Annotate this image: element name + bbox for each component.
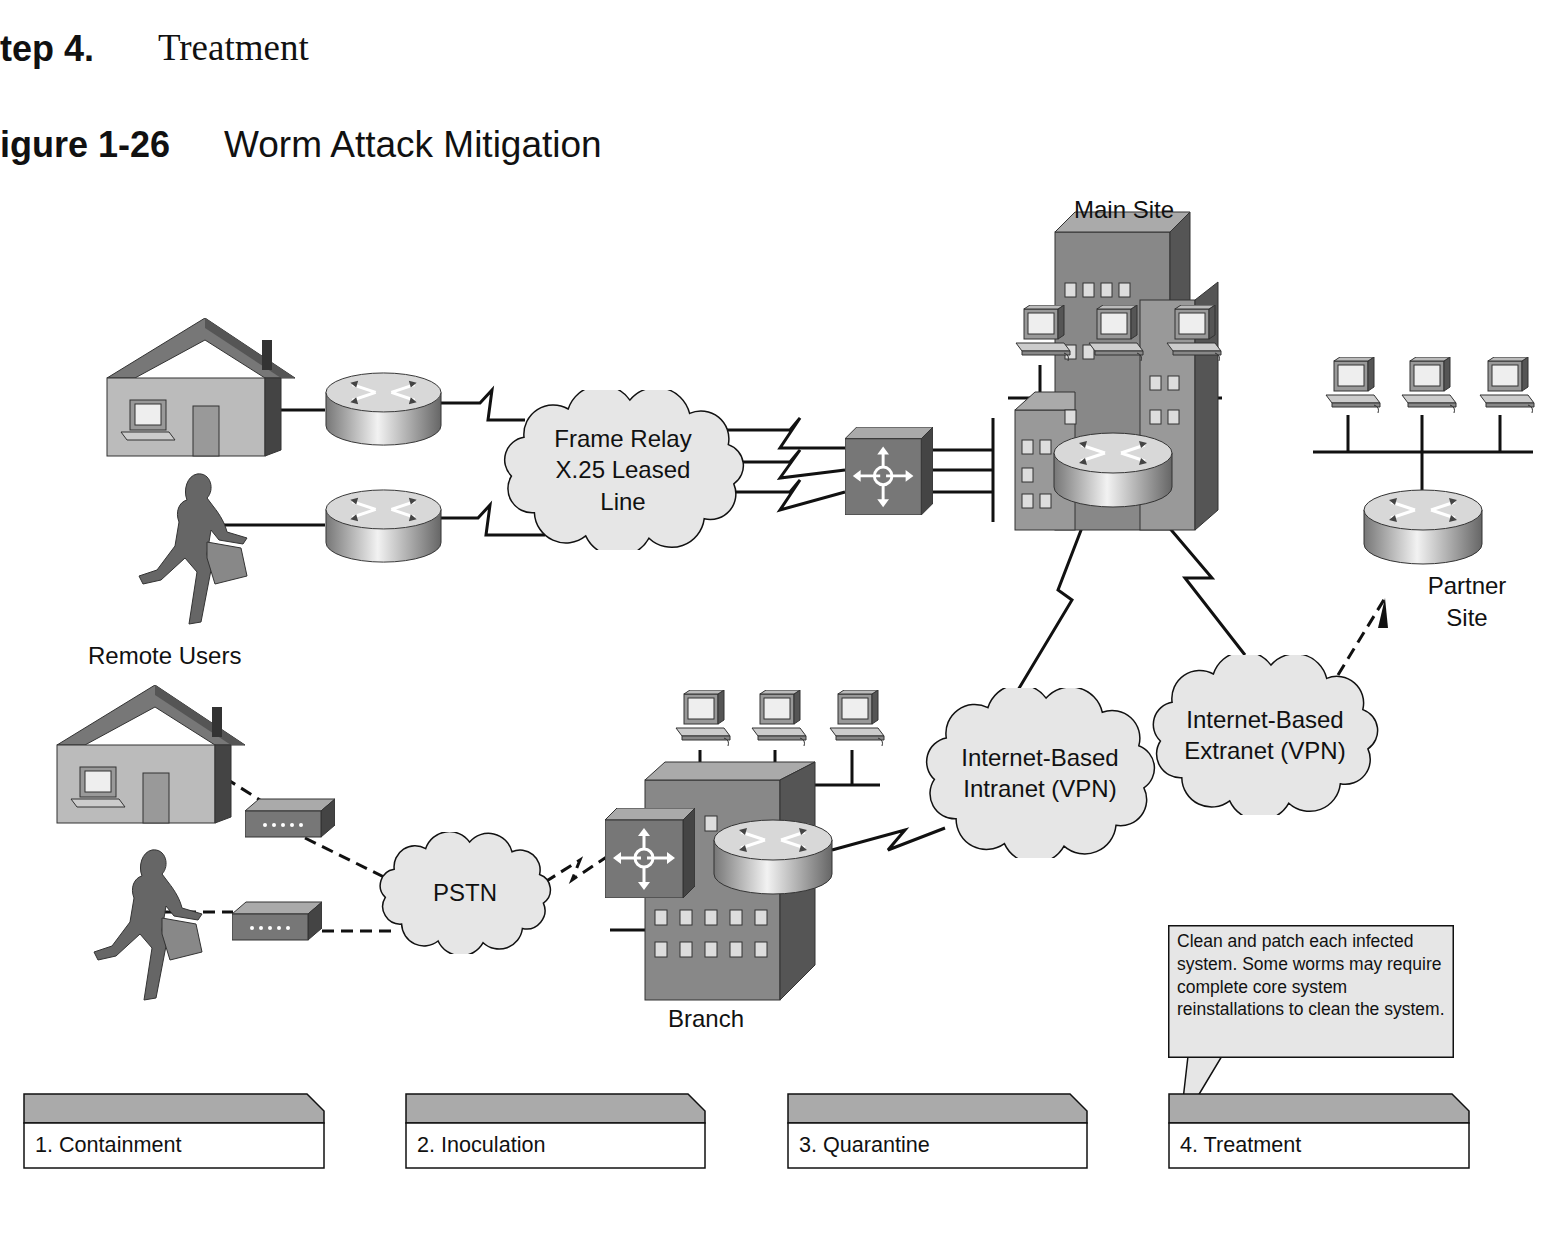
cloud-outline [924, 688, 1156, 858]
step-tab-outline [23, 1093, 325, 1169]
step-box: 3. Quarantine [787, 1093, 1088, 1169]
cloud-label: Internet-Based Extranet (VPN) [1180, 704, 1350, 766]
step-box: 4. Treatment [1168, 1093, 1470, 1169]
site-label: Branch [668, 1005, 744, 1033]
cloud-outline [1150, 655, 1380, 815]
step-label: 4. Treatment [1180, 1131, 1470, 1159]
site-label: Main Site [1074, 196, 1174, 224]
step-label: 1. Containment [35, 1131, 325, 1159]
cloud-label: Internet-Based Intranet (VPN) [954, 742, 1126, 804]
figure-number: igure 1-26 [0, 125, 170, 165]
network-cloud: PSTN [375, 832, 555, 954]
network-cloud: Internet-Based Intranet (VPN) [924, 688, 1156, 858]
cloud-label: PSTN [405, 877, 525, 908]
step-label: 3. Quarantine [799, 1131, 1088, 1159]
cloud-label: Frame Relay X.25 Leased Line [531, 423, 716, 517]
step-label: 2. Inoculation [417, 1131, 706, 1159]
step-heading: Treatment [158, 28, 309, 68]
network-cloud: Frame Relay X.25 Leased Line [501, 390, 746, 550]
step-tab-outline [405, 1093, 706, 1169]
callout-text: Clean and patch each infected system. So… [1177, 930, 1446, 1021]
step-number: tep 4. [0, 29, 94, 69]
step-box: 1. Containment [23, 1093, 325, 1169]
group-label: Remote Users [88, 642, 241, 670]
step-tab-outline [787, 1093, 1088, 1169]
site-label: Partner Site [1420, 570, 1514, 634]
step-box: 2. Inoculation [405, 1093, 706, 1169]
figure-title: Worm Attack Mitigation [224, 125, 602, 165]
callout-box: Clean and patch each infected system. So… [1168, 925, 1454, 1058]
network-cloud: Internet-Based Extranet (VPN) [1150, 655, 1380, 815]
step-tab-outline [1168, 1093, 1470, 1169]
